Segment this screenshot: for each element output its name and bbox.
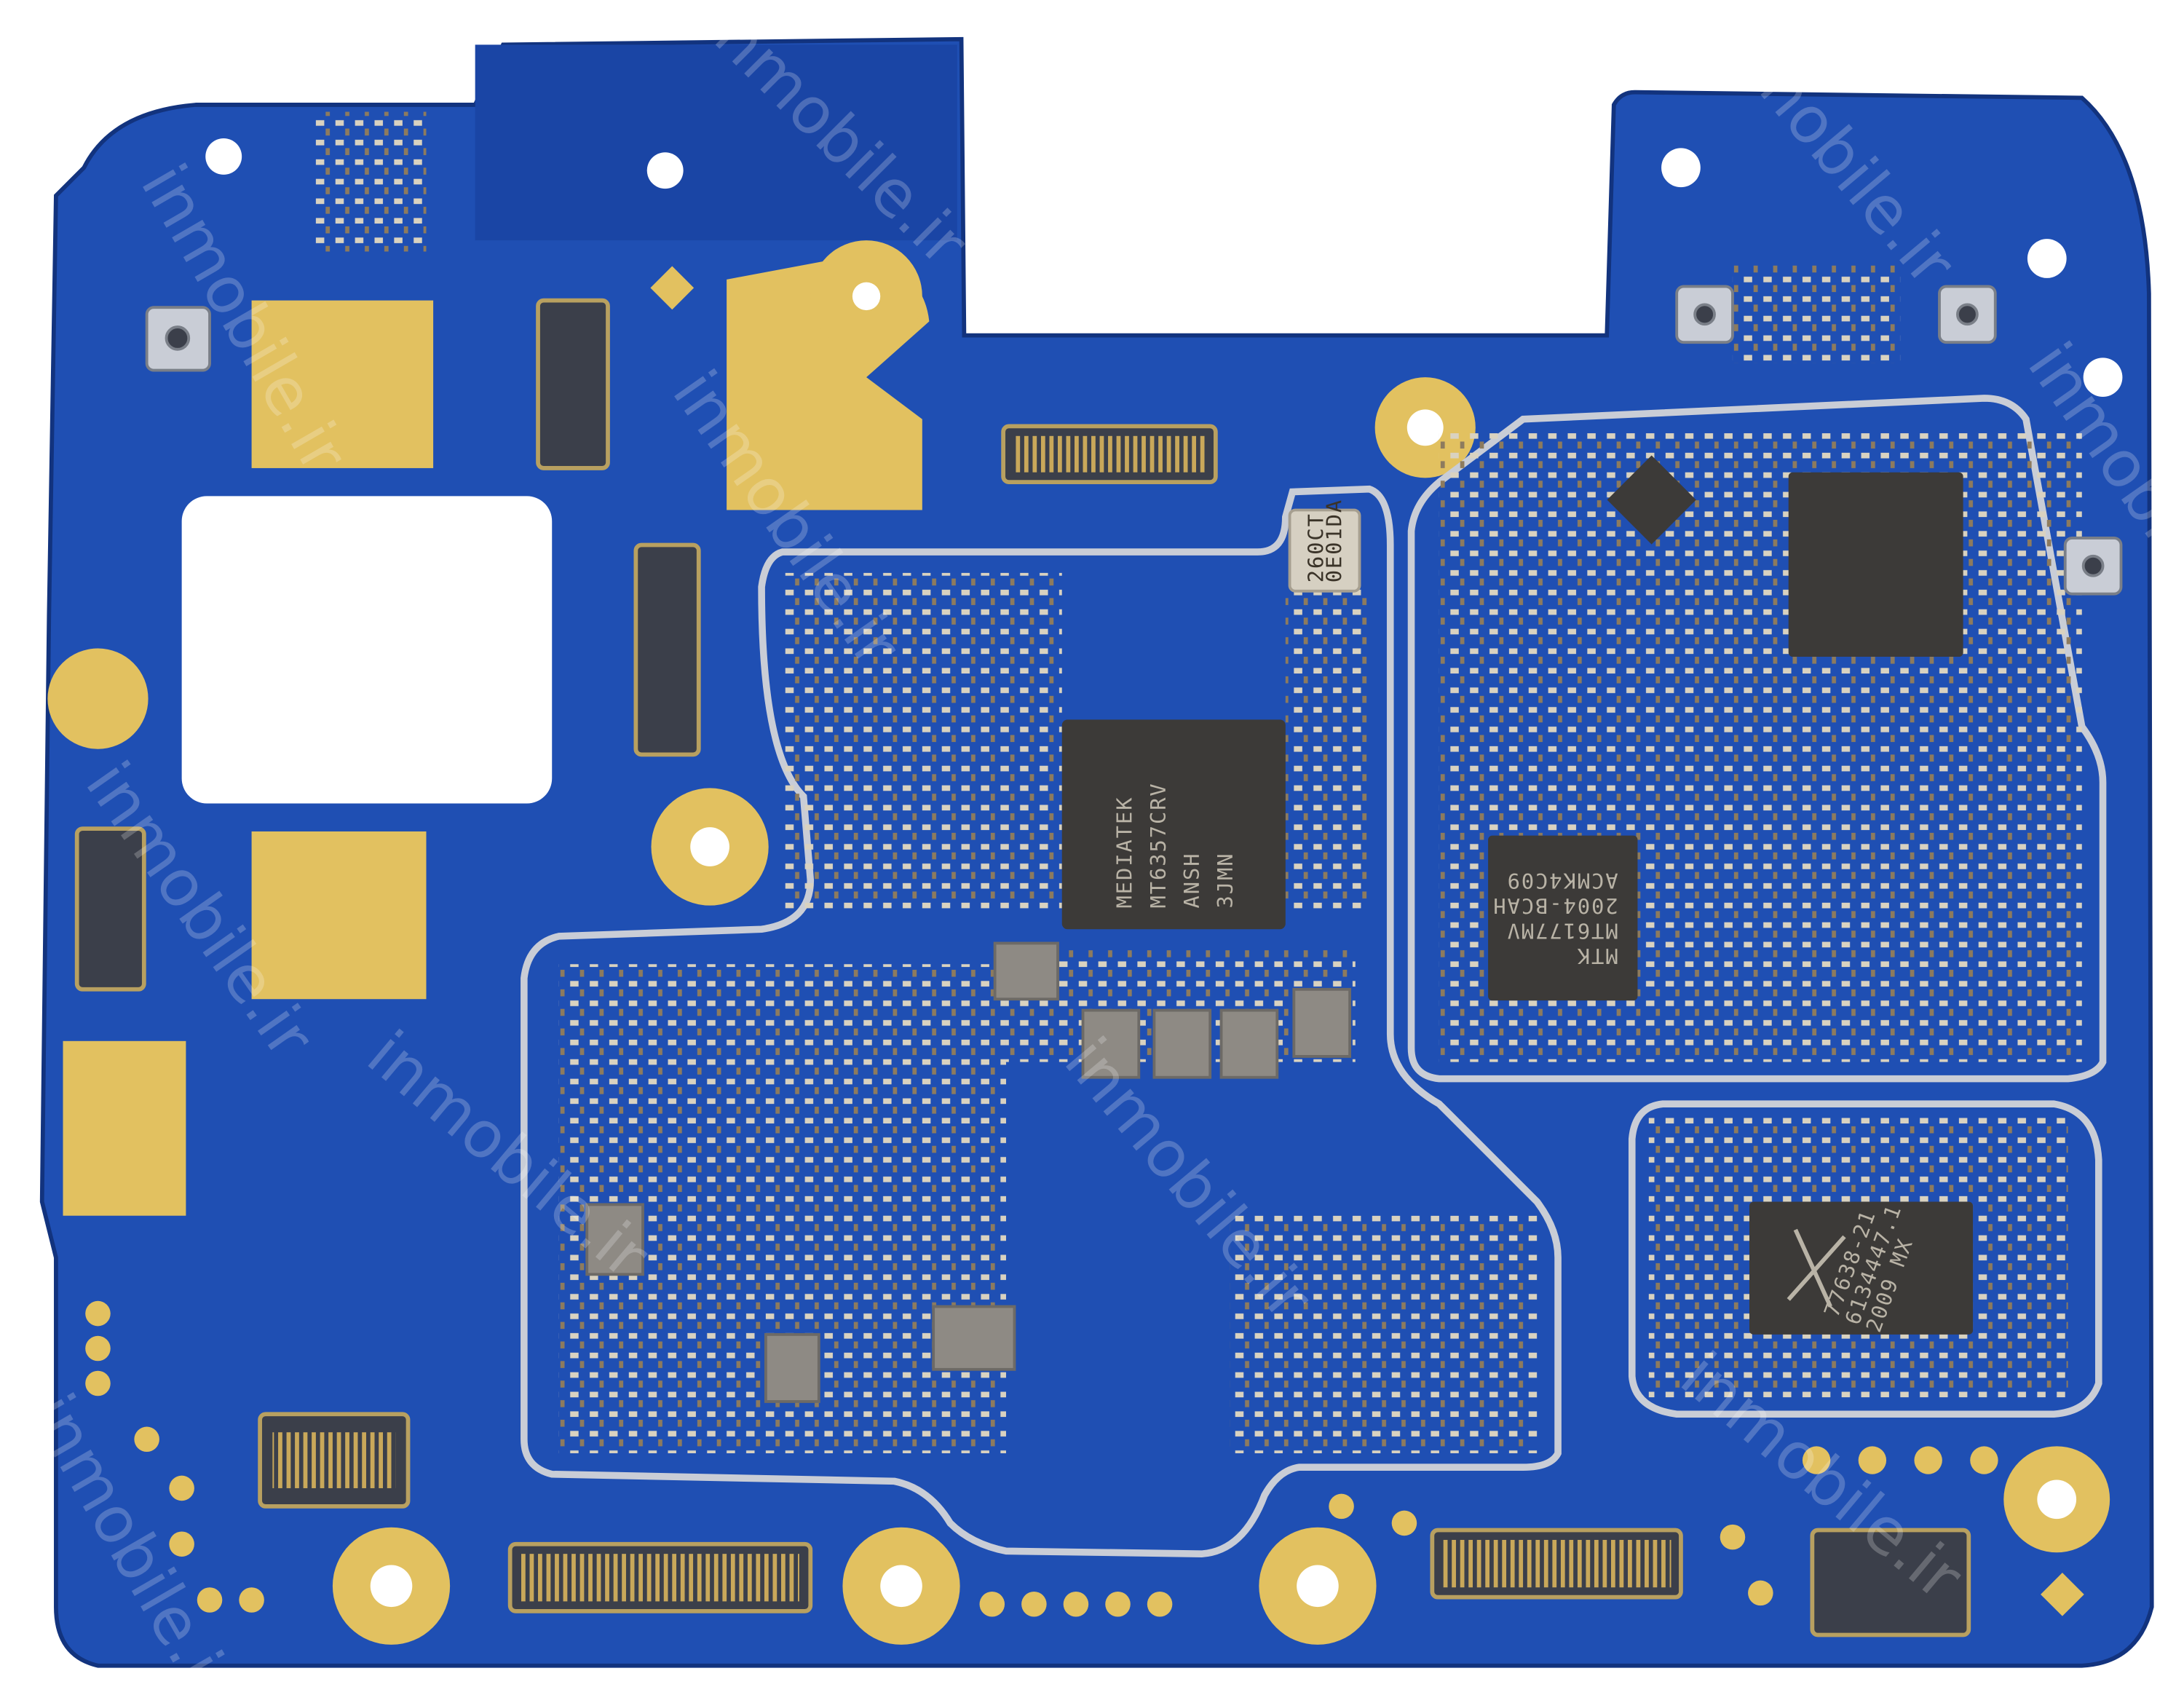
gold-pads bbox=[63, 258, 930, 1216]
board-connectors bbox=[74, 298, 1971, 1637]
pmic-label-1: MEDIATEK bbox=[1112, 797, 1137, 909]
crystal-oscillator: 260CT 0E01DA bbox=[1288, 499, 1361, 593]
transceiver-label-2: MT6177MV bbox=[1506, 919, 1618, 944]
power-amplifier-chip: 77638-21 6134447.1 2009 MX bbox=[1749, 1201, 1974, 1335]
transceiver-label-4: ACMK4C09 bbox=[1506, 869, 1618, 893]
transceiver-label-1: MTK bbox=[1576, 944, 1618, 968]
transceiver-chip: MTK MT6177MV 2004-BCAH ACMK4C09 bbox=[1488, 835, 1638, 1001]
pmic-label-2: MT6357CRV bbox=[1146, 782, 1171, 908]
pmic-chip: MEDIATEK MT6357CRV ANSH 3JMN bbox=[1061, 719, 1286, 930]
board-cutout bbox=[181, 496, 553, 804]
test-points bbox=[85, 266, 2084, 1617]
rf-test-ports bbox=[145, 285, 2123, 596]
mounting-holes bbox=[47, 138, 2123, 1645]
pmic-label-4: 3JMN bbox=[1213, 853, 1238, 909]
pmic-label-3: ANSH bbox=[1179, 853, 1204, 909]
ground-plane-region bbox=[475, 44, 957, 241]
memory-chip bbox=[1788, 472, 1963, 657]
crystal-label-2: 0E01DA bbox=[1322, 499, 1347, 582]
crystal-label-1: 260CT bbox=[1304, 513, 1329, 582]
inductors bbox=[585, 941, 1352, 1403]
transceiver-label-3: 2004-BCAH bbox=[1492, 893, 1618, 918]
